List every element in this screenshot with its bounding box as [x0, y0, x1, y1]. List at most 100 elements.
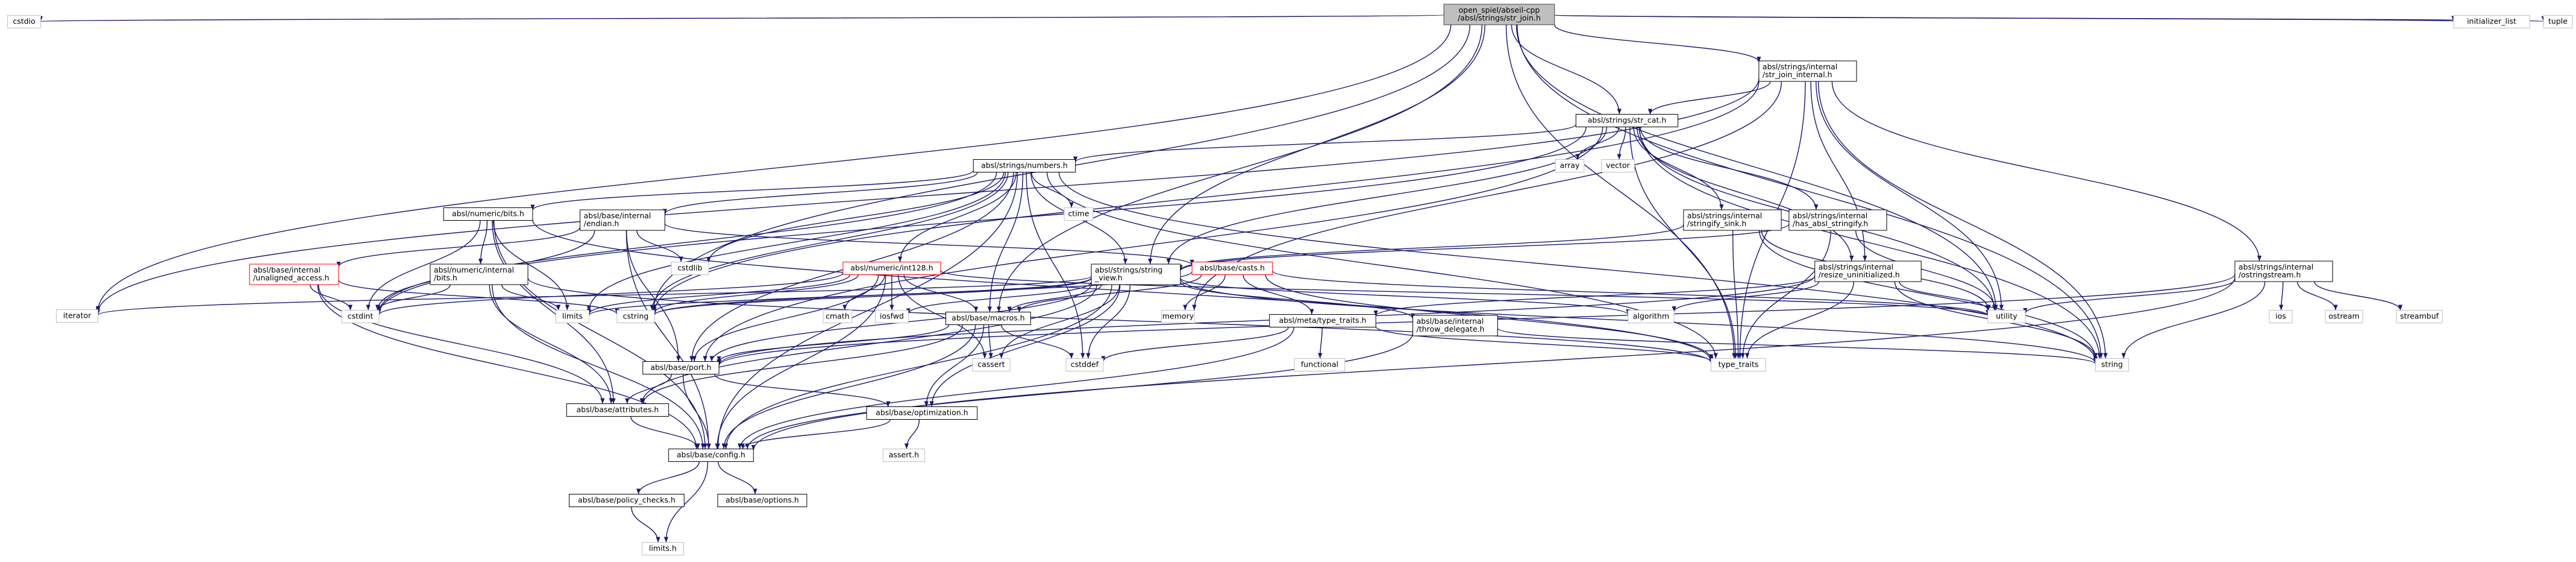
node-casts[interactable]: absl/base/casts.h	[1191, 262, 1273, 275]
node-policy-checks[interactable]: absl/base/policy_checks.h	[569, 494, 685, 507]
node-ostream[interactable]: ostream	[2325, 310, 2363, 323]
node-tuple[interactable]: tuple	[2543, 15, 2573, 28]
edge-line	[738, 327, 1294, 449]
edge-root-to-tuple	[1554, 14, 2545, 22]
node-unaligned-access[interactable]: absl/base/internal/unaligned_access.h	[249, 264, 339, 285]
edge-type-traits-meta-to-cstddef	[1101, 327, 1289, 362]
node-label: vector	[1606, 161, 1631, 170]
node-stringify-sink[interactable]: absl/strings/internal/stringify_sink.h	[1683, 209, 1782, 231]
edge-line	[1101, 327, 1289, 362]
edge-line	[494, 220, 707, 449]
node-limits-h[interactable]: limits.h	[641, 542, 685, 555]
node-box	[616, 310, 655, 323]
node-label: absl/strings/string	[1095, 265, 1162, 274]
edge-resize-uninitialized-to-utility	[1899, 281, 1990, 311]
node-stringstream[interactable]: absl/strings/internal/ostringstream.h	[2234, 260, 2333, 282]
node-ctime[interactable]: ctime	[1064, 207, 1094, 221]
node-box	[1683, 209, 1782, 231]
node-cstdint[interactable]: cstdint	[341, 310, 380, 323]
node-throw-delegate[interactable]: absl/base/internal/throw_delegate.h	[1412, 315, 1498, 336]
edge-line	[1373, 276, 1816, 317]
edge-resize-uninitialized-to-algorithm	[1672, 281, 1820, 312]
node-box	[866, 406, 978, 420]
node-ios[interactable]: ios	[2269, 310, 2293, 323]
edge-has-absl-stringify-to-utility	[1855, 230, 1998, 311]
node-cstdio[interactable]: cstdio	[7, 15, 41, 28]
edge-line	[997, 24, 1483, 312]
edge-stringstream-to-string	[2121, 281, 2266, 359]
node-box	[842, 262, 941, 275]
node-streambuf[interactable]: streambuf	[2396, 310, 2443, 323]
node-numeric-bits[interactable]: absl/numeric/bits.h	[443, 207, 533, 221]
node-cstdlib[interactable]: cstdlib	[671, 262, 709, 275]
node-functional[interactable]: functional	[1294, 358, 1346, 371]
node-port[interactable]: absl/base/port.h	[642, 361, 719, 374]
node-str-cat[interactable]: absl/strings/str_cat.h	[1575, 114, 1679, 127]
node-numeric-internal-bits[interactable]: absl/numeric/internal/bits.h	[430, 264, 528, 285]
node-numbers[interactable]: absl/strings/numbers.h	[973, 159, 1076, 172]
edge-line	[1017, 274, 1202, 312]
node-algorithm[interactable]: algorithm	[1628, 310, 1675, 323]
node-attributes[interactable]: absl/base/attributes.h	[566, 403, 669, 417]
node-label: absl/base/port.h	[650, 363, 711, 372]
node-utility[interactable]: utility	[1987, 310, 2026, 323]
edge-resize-uninitialized-to-type-traits-meta	[1373, 276, 1816, 317]
node-optimization[interactable]: absl/base/optimization.h	[866, 406, 978, 420]
edge-str-cat-to-port	[703, 127, 1603, 362]
edge-root-to-utility	[1515, 24, 1998, 311]
node-cstddef[interactable]: cstddef	[1065, 358, 1104, 371]
edge-line	[1816, 81, 2004, 311]
node-cmath[interactable]: cmath	[823, 310, 853, 323]
node-type-traits-meta[interactable]: absl/meta/type_traits.h	[1269, 314, 1376, 327]
edge-numeric-internal-bits-to-cstdint	[376, 284, 451, 311]
node-options[interactable]: absl/base/options.h	[717, 494, 807, 507]
node-label: cmath	[826, 312, 850, 321]
node-root[interactable]: open_spiel/abseil-cpp/absl/strings/str_j…	[1443, 4, 1555, 25]
node-label: absl/base/casts.h	[1200, 264, 1265, 273]
edge-numeric-bits-to-cstdint	[366, 220, 481, 311]
edge-str-join-internal-to-cstring	[652, 81, 1760, 313]
node-resize-uninitialized[interactable]: absl/strings/internal/resize_uninitializ…	[1814, 260, 1922, 282]
node-endian[interactable]: absl/base/internal/endian.h	[580, 209, 665, 231]
node-label: absl/base/internal	[1417, 317, 1484, 326]
node-has-absl-stringify[interactable]: absl/strings/internal/has_absl_stringify…	[1788, 209, 1887, 231]
node-initializer-list[interactable]: initializer_list	[2453, 15, 2530, 28]
edge-config-to-policy-checks	[636, 461, 700, 494]
node-iterator[interactable]: iterator	[55, 309, 99, 323]
node-label: cstring	[623, 312, 649, 321]
edge-line	[1180, 281, 1415, 319]
node-cassert[interactable]: cassert	[972, 358, 1011, 371]
node-string[interactable]: string	[2095, 358, 2129, 371]
node-array[interactable]: array	[1555, 159, 1585, 172]
node-label: absl/base/policy_checks.h	[578, 496, 675, 505]
edge-numbers-to-cstddef	[1026, 172, 1085, 359]
node-label: /bits.h	[434, 273, 457, 282]
edge-unaligned-access-to-config	[317, 284, 699, 449]
node-limits[interactable]: limits	[556, 310, 589, 323]
node-config[interactable]: absl/base/config.h	[668, 449, 754, 462]
edge-string-view-to-attributes	[639, 284, 1097, 404]
node-iosfwd[interactable]: iosfwd	[875, 310, 909, 323]
edge-line	[639, 284, 1097, 404]
node-label: absl/base/internal	[253, 265, 321, 274]
edge-line	[1511, 24, 1622, 115]
edge-line	[706, 172, 1004, 263]
node-cstring[interactable]: cstring	[616, 310, 655, 323]
node-label: cstdint	[348, 312, 374, 321]
node-assert-h[interactable]: assert.h	[882, 449, 926, 462]
node-label: absl/strings/internal	[1793, 211, 1867, 220]
node-string-view[interactable]: absl/strings/string_view.h	[1091, 264, 1181, 285]
edge-line	[1026, 172, 1085, 359]
edge-line	[1148, 24, 1485, 265]
node-int128[interactable]: absl/numeric/int128.h	[842, 262, 941, 275]
node-macros[interactable]: absl/base/macros.h	[945, 312, 1031, 325]
edge-line	[682, 374, 711, 449]
node-memory[interactable]: memory	[1161, 310, 1195, 323]
node-str-join-internal[interactable]: absl/strings/internal/str_join_internal.…	[1758, 60, 1857, 82]
node-label: /ostringstream.h	[2239, 270, 2301, 279]
node-type-traits[interactable]: type_traits	[1711, 358, 1766, 371]
edge-macros-to-config	[721, 324, 976, 449]
node-vector[interactable]: vector	[1601, 159, 1635, 172]
node-box	[671, 262, 709, 275]
node-box	[55, 309, 99, 323]
